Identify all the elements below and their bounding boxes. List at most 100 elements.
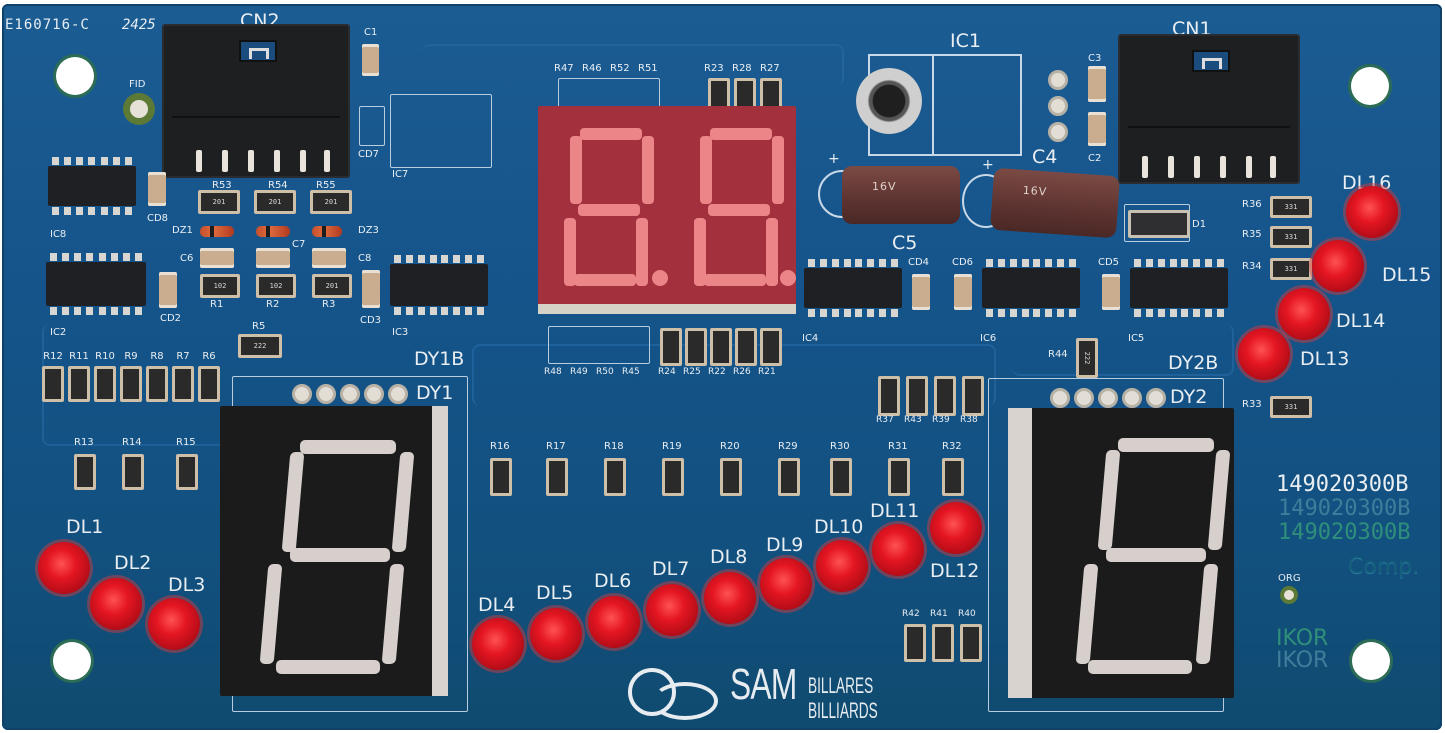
ic8-chip	[48, 157, 136, 215]
pin	[1220, 156, 1226, 178]
r37-resistor	[878, 376, 900, 416]
r44-label: R44	[1048, 349, 1068, 360]
r24-label: R24	[658, 367, 676, 377]
ic7-footprint	[390, 94, 492, 168]
ic6-chip	[982, 259, 1080, 317]
pin	[1168, 156, 1174, 178]
c3-label: C3	[1088, 53, 1102, 64]
segment-e	[694, 218, 706, 286]
dy2-label: DY2	[1170, 386, 1208, 408]
r17-label: R17	[546, 441, 566, 452]
cd7-label: CD7	[358, 149, 380, 160]
c3-capacitor	[1088, 66, 1106, 102]
dl6-label: DL6	[594, 570, 632, 592]
r43-label: R43	[904, 415, 922, 425]
segment-b	[1207, 450, 1231, 550]
r7-label: R7	[176, 351, 190, 362]
r2-label: R2	[266, 299, 280, 310]
c4-electrolytic-capacitor: 16V	[989, 167, 1121, 239]
pin	[1142, 156, 1148, 178]
cd8-label: CD8	[147, 213, 169, 224]
segment-e	[564, 218, 576, 286]
ic1-pin-pad	[1048, 70, 1068, 90]
c5-label: C5	[892, 232, 918, 254]
comp-label: Comp.	[1348, 554, 1420, 579]
r55-label: R55	[316, 180, 336, 191]
r34-resistor: 331	[1270, 258, 1312, 280]
r53-resistor: 201	[198, 190, 240, 214]
dl2-label: DL2	[114, 552, 152, 574]
r24-resistor	[660, 328, 682, 366]
pin-pad	[340, 384, 360, 404]
dl10-led	[816, 540, 868, 592]
r3-label: R3	[322, 299, 336, 310]
dl11-label: DL11	[870, 500, 920, 522]
dl14-label: DL14	[1336, 310, 1386, 332]
pcb-board: E160716-C 2425 FID CN2 C1 CD7 IC7 IC8 CD…	[2, 4, 1442, 730]
c7-capacitor	[256, 248, 290, 268]
r14-resistor	[122, 454, 144, 490]
r25-label: R25	[683, 367, 701, 377]
segment-a	[300, 440, 396, 454]
pin-pad	[1074, 388, 1094, 408]
trace	[472, 344, 996, 406]
segment-a	[710, 128, 772, 140]
dz1-zener-diode	[200, 226, 234, 237]
segment-g	[1106, 548, 1206, 562]
r54-label: R54	[268, 180, 288, 191]
r36-resistor: 331	[1270, 196, 1312, 218]
logo-line2: BILLIARDS	[808, 698, 878, 723]
segment-f	[1097, 450, 1121, 550]
dz3-zener-diode	[312, 226, 342, 237]
mounting-hole	[1352, 642, 1390, 680]
trace	[1012, 324, 1234, 376]
segment-c	[636, 218, 648, 286]
r5-label: R5	[252, 321, 266, 332]
ic4-label: IC4	[802, 333, 819, 344]
cd4-capacitor	[912, 274, 930, 310]
r51-label: R51	[638, 63, 658, 74]
r7-resistor	[172, 366, 194, 402]
mounting-hole	[53, 642, 91, 680]
dz1-label: DZ1	[172, 225, 193, 236]
cd2-label: CD2	[160, 313, 182, 324]
cn2-connector[interactable]	[162, 24, 350, 178]
segment-d	[574, 274, 636, 286]
r22-label: R22	[708, 367, 726, 377]
decimal-point	[780, 270, 796, 286]
r15-label: R15	[176, 437, 196, 448]
ic1-pin-pad	[1048, 122, 1068, 142]
pin	[1246, 156, 1252, 178]
r21-resistor	[760, 328, 782, 366]
c1-capacitor	[362, 44, 379, 76]
part-code: E160716-C	[5, 17, 90, 33]
ic3-chip	[390, 255, 488, 315]
ic1-pin-pad	[1048, 96, 1068, 116]
r20-resistor	[720, 458, 742, 496]
r8-resistor	[146, 366, 168, 402]
r41-resistor	[932, 624, 954, 662]
r43-resistor	[906, 376, 928, 416]
dl3-label: DL3	[168, 574, 206, 596]
r54-resistor: 201	[254, 190, 296, 214]
ikor-label-ghost: IKOR	[1276, 648, 1329, 673]
pin	[1270, 156, 1276, 178]
r9-label: R9	[124, 351, 138, 362]
dl13-label: DL13	[1300, 348, 1350, 370]
dl2-led	[90, 578, 142, 630]
under-left-resistor-pads	[548, 326, 650, 364]
r35-resistor: 331	[1270, 226, 1312, 248]
dl1-label: DL1	[66, 516, 104, 538]
segment-b	[391, 452, 415, 552]
dl4-label: DL4	[478, 594, 516, 616]
r55-resistor: 201	[310, 190, 352, 214]
pin	[196, 150, 202, 172]
cd3-label: CD3	[360, 315, 382, 326]
cn1-connector[interactable]	[1118, 34, 1300, 184]
r5-resistor: 222	[238, 334, 282, 358]
d1-label: D1	[1192, 219, 1207, 230]
r53-label: R53	[212, 180, 232, 191]
r18-resistor	[604, 458, 626, 496]
r17-resistor	[546, 458, 568, 496]
r28-label: R28	[732, 63, 752, 74]
